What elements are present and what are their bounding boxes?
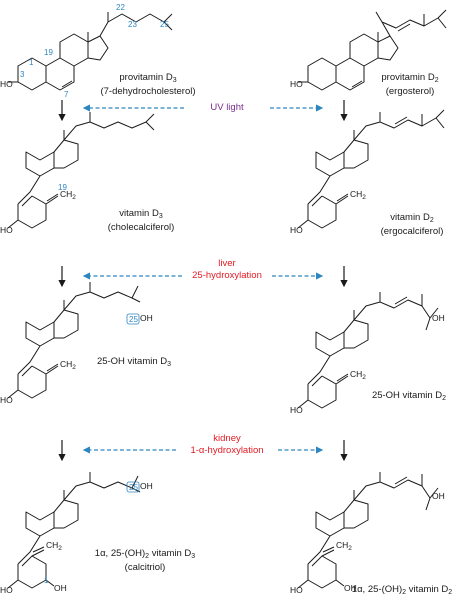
label-vitamin-d3: vitamin D3 (cholecalciferol): [107, 208, 175, 233]
provitamin-d3-structure: [8, 12, 173, 91]
ch2-label-vd3: CH2: [60, 189, 76, 202]
carbon-number-7: 7: [64, 90, 69, 99]
oh-label-calcitriol: OH: [140, 481, 153, 491]
ho-label-pd3: HO: [0, 79, 13, 89]
ch2-label-vd2: CH2: [350, 189, 366, 202]
carbon-number-22: 22: [116, 3, 125, 12]
carbon-number-25: 25: [160, 20, 169, 29]
ch2-label-dd2: CH2: [336, 540, 352, 553]
carbon-number-23: 23: [128, 20, 137, 29]
label-25-oh-vitamin-d2: 25-OH vitamin D2: [371, 390, 447, 402]
position-25-box: [126, 313, 140, 325]
label-25-oh-vitamin-d3: 25-OH vitamin D3: [96, 356, 172, 368]
ch2-label-ohd2: CH2: [350, 369, 366, 382]
label-vitamin-d2: vitamin D2 (ergocalciferol): [380, 212, 444, 237]
vitamin-d2-structure: [297, 109, 445, 229]
carbon-number-1: 1: [29, 58, 34, 67]
oh-label-dd2: OH: [432, 491, 445, 501]
label-dihydroxy-vitamin-d2: 1α, 25-(OH)2 vitamin D2: [351, 584, 453, 596]
step-uv-light: UV light: [210, 102, 244, 113]
step-liver: liver: [218, 258, 236, 269]
oh-vitamin-d2-structure: [297, 292, 439, 409]
step-25-hydroxylation: 25-hydroxylation: [192, 270, 262, 281]
position-25-box-calcitriol: [126, 481, 140, 493]
oh-label-ohd2: OH: [432, 313, 445, 323]
ho-label-pd2: HO: [290, 79, 303, 89]
carbon-number-19-vd3: 19: [58, 183, 67, 192]
ho-label-calcitriol: HO: [0, 585, 13, 595]
carbon-number-25-ohd3: 25: [129, 315, 138, 324]
carbon-number-1-calcitriol: 1: [44, 576, 49, 585]
carbon-number-19: 19: [44, 48, 53, 57]
ho-label-vd3: HO: [0, 225, 13, 235]
ho-label-ohd2: HO: [290, 405, 303, 415]
ho-label-ohd3: HO: [0, 395, 13, 405]
ch2-label-ohd3: CH2: [60, 359, 76, 372]
provitamin-d2-structure: [298, 9, 447, 91]
step-1-alpha-hydroxylation: 1-α-hydroxylation: [190, 445, 264, 456]
label-calcitriol: 1α, 25-(OH)2 vitamin D3 (calcitriol): [94, 548, 196, 573]
dihydroxy-d2-structure: [297, 472, 439, 589]
step-kidney: kidney: [213, 433, 241, 444]
carbon-number-25-calcitriol: 25: [129, 483, 138, 492]
label-provitamin-d2: provitamin D2 (ergosterol): [381, 72, 439, 97]
carbon-number-3: 3: [20, 70, 25, 79]
oh-1-label-calcitriol: OH: [54, 583, 67, 593]
ch2-label-calcitriol: CH2: [46, 540, 62, 553]
ho-label-dd2: HO: [290, 585, 303, 595]
label-provitamin-d3: provitamin D3 (7-dehydrocholesterol): [100, 72, 196, 97]
oh-label-ohd3: OH: [140, 313, 153, 323]
oh-vitamin-d3-structure: [7, 282, 141, 399]
vitamin-d3-structure: [7, 112, 155, 229]
ho-label-vd2: HO: [290, 225, 303, 235]
oh-1-label-dd2: OH: [344, 583, 357, 593]
